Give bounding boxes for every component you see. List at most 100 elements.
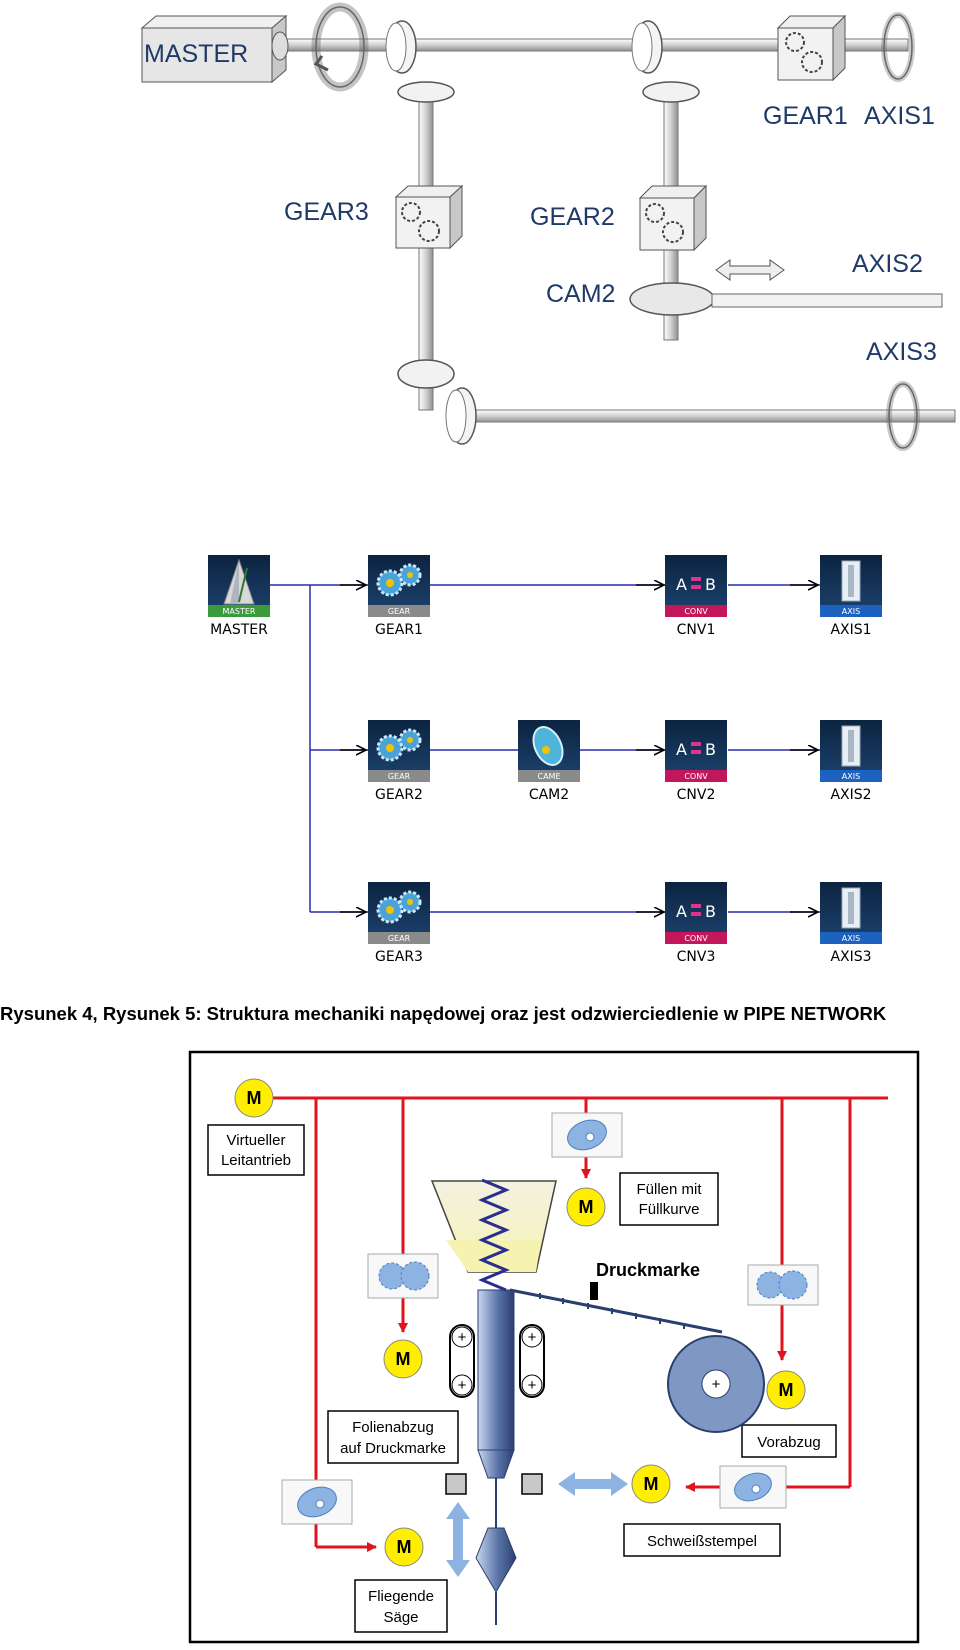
- svg-text:B: B: [705, 902, 716, 921]
- motor-saege[interactable]: M: [384, 1527, 424, 1567]
- axis3-shaft: [454, 409, 956, 423]
- svg-text:B: B: [705, 575, 716, 594]
- motor-fuellen[interactable]: M: [566, 1187, 606, 1227]
- gear3-top-disc: [397, 81, 455, 103]
- cam-icon-saege: [281, 1479, 353, 1525]
- svg-text:Folienabzug: Folienabzug: [352, 1419, 434, 1436]
- druckmarke-sensor: [590, 1282, 598, 1300]
- top-gear-disc-2: [631, 20, 663, 74]
- gear3-bottom-disc: [397, 359, 455, 389]
- figure-caption: Rysunek 4, Rysunek 5: Struktura mechanik…: [0, 1003, 887, 1024]
- svg-text:AXIS: AXIS: [842, 934, 860, 943]
- svg-text:Fliegende: Fliegende: [368, 1588, 434, 1605]
- pipe-node-gear3[interactable]: GEAR GEAR3: [368, 882, 430, 965]
- svg-text:AXIS: AXIS: [842, 607, 860, 616]
- motor-vorabzug[interactable]: M: [766, 1370, 806, 1410]
- node-label-master: MASTER: [210, 622, 268, 638]
- film-web: [509, 1288, 723, 1334]
- node-label-gear2: GEAR2: [375, 787, 423, 803]
- label-box-fuellen: Füllen mit Füllkurve: [619, 1172, 719, 1226]
- pipe-node-axis1[interactable]: AXIS AXIS1: [820, 555, 882, 638]
- label-box-fliegende-saege: Fliegende Säge: [354, 1579, 448, 1633]
- belt-roller-right: + +: [519, 1324, 545, 1398]
- pipe-node-master[interactable]: MASTER MASTER: [208, 555, 270, 638]
- svg-text:A: A: [676, 575, 687, 594]
- pipe-node-axis2[interactable]: AXIS AXIS2: [820, 720, 882, 803]
- label-axis3: AXIS3: [866, 338, 937, 366]
- svg-text:auf Druckmarke: auf Druckmarke: [340, 1440, 446, 1457]
- svg-text:AXIS: AXIS: [842, 772, 860, 781]
- node-label-gear3: GEAR3: [375, 949, 423, 965]
- svg-text:+: +: [528, 1377, 537, 1394]
- label-box-vorabzug: Vorabzug: [741, 1424, 837, 1458]
- svg-text:CONV: CONV: [684, 934, 708, 943]
- svg-text:CONV: CONV: [684, 607, 708, 616]
- motor-virtual-master[interactable]: M: [234, 1078, 274, 1118]
- metronome-icon: [223, 558, 255, 605]
- double-arrow-vertical-icon: [446, 1502, 470, 1577]
- label-gear1: GEAR1: [763, 102, 848, 130]
- svg-text:GEAR: GEAR: [388, 607, 411, 616]
- svg-text:+: +: [458, 1377, 467, 1394]
- weld-jaw-left: [445, 1473, 467, 1495]
- svg-text:M: M: [397, 1537, 412, 1557]
- svg-text:Säge: Säge: [383, 1609, 418, 1626]
- svg-text:GEAR: GEAR: [388, 934, 411, 943]
- gear2-box: [638, 184, 708, 252]
- svg-text:A: A: [676, 740, 687, 759]
- label-cam2: CAM2: [546, 280, 615, 308]
- svg-text:M: M: [396, 1349, 411, 1369]
- svg-text:M: M: [644, 1474, 659, 1494]
- film-tube: [475, 1289, 517, 1625]
- rotation-arrow-icon: [311, 2, 369, 92]
- pipe-network-diagram: MASTER MASTER: [208, 555, 820, 912]
- svg-text:GEAR: GEAR: [388, 772, 411, 781]
- top-gear-disc-1: [385, 20, 417, 74]
- axis3-rotation-icon: [886, 381, 920, 451]
- machine-diagram: M Virtueller Leitantrieb M Füllen mit Fü…: [188, 1050, 920, 1644]
- label-axis1: AXIS1: [864, 102, 935, 130]
- svg-text:M: M: [579, 1197, 594, 1217]
- pipe-node-axis3[interactable]: AXIS AXIS3: [820, 882, 882, 965]
- svg-text:CONV: CONV: [684, 772, 708, 781]
- svg-text:Vorabzug: Vorabzug: [757, 1434, 820, 1451]
- node-label-axis2: AXIS2: [830, 787, 871, 803]
- node-label-axis1: AXIS1: [830, 622, 871, 638]
- gear3-box: [394, 184, 464, 250]
- svg-text:B: B: [705, 740, 716, 759]
- cam-icon-schweiss: [719, 1465, 787, 1509]
- pipe-node-gear2[interactable]: GEAR GEAR2: [368, 720, 430, 803]
- motor-schweiss[interactable]: M: [631, 1464, 671, 1504]
- svg-text:MASTER: MASTER: [223, 607, 256, 616]
- mechanics-diagram: MASTER GEAR1 AXIS1: [140, 2, 956, 451]
- axis-icon: [841, 725, 861, 767]
- label-box-folienabzug: Folienabzug auf Druckmarke: [327, 1410, 459, 1464]
- svg-text:Schweißstempel: Schweißstempel: [647, 1533, 757, 1550]
- label-master: MASTER: [144, 40, 248, 68]
- gear2-top-disc: [642, 81, 700, 103]
- axis3-drive-disc: [445, 387, 477, 445]
- gear-icon-vorabzug: [747, 1264, 819, 1306]
- label-druckmarke: Druckmarke: [596, 1260, 700, 1280]
- label-gear3: GEAR3: [284, 198, 369, 226]
- gear-icon: [376, 890, 422, 924]
- double-arrow-horizontal-icon: [558, 1472, 628, 1496]
- axis-icon: [841, 887, 861, 929]
- svg-text:A: A: [676, 902, 687, 921]
- svg-text:Virtueller: Virtueller: [227, 1132, 286, 1149]
- svg-text:Füllkurve: Füllkurve: [639, 1201, 700, 1218]
- gear-icon-folienabzug: [367, 1253, 439, 1299]
- label-gear2: GEAR2: [530, 203, 615, 231]
- motor-folienabzug[interactable]: M: [383, 1339, 423, 1379]
- svg-text:+: +: [712, 1376, 721, 1393]
- svg-text:M: M: [779, 1380, 794, 1400]
- node-label-axis3: AXIS3: [830, 949, 871, 965]
